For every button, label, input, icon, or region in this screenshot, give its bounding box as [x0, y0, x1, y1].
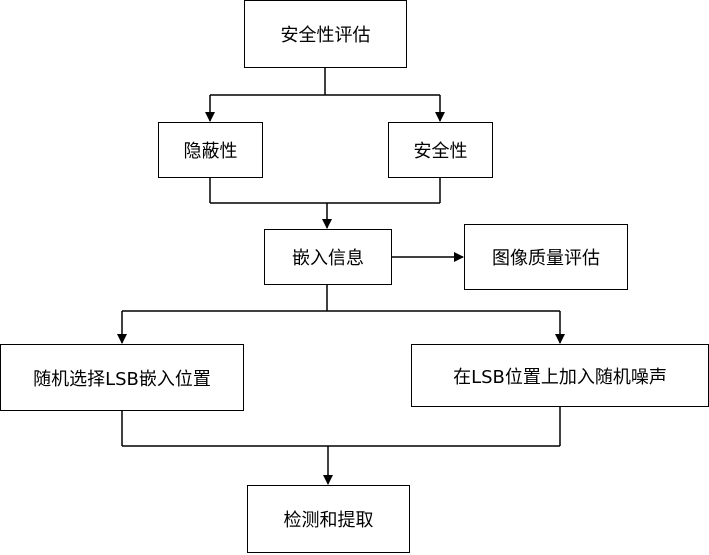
- node-detect-extract-label: 检测和提取: [283, 510, 374, 531]
- node-random-lsb-label: 随机选择LSB嵌入位置: [33, 368, 211, 390]
- node-security-label: 安全性: [413, 141, 468, 162]
- edge-top-to-branches: [205, 68, 445, 122]
- node-security: 安全性: [388, 122, 493, 178]
- node-image-quality-label: 图像质量评估: [492, 248, 600, 269]
- node-stealth-label: 隐蔽性: [183, 141, 238, 162]
- node-security-evaluation: 安全性评估: [244, 0, 407, 68]
- edge-branches-to-embed: [209, 178, 441, 229]
- node-noise-lsb: 在LSB位置上加入随机噪声: [411, 344, 709, 407]
- node-embed-info-label: 嵌入信息: [292, 248, 364, 269]
- node-noise-lsb-label: 在LSB位置上加入随机噪声: [453, 366, 667, 388]
- edge-embed-to-methods: [117, 285, 565, 344]
- node-random-lsb: 随机选择LSB嵌入位置: [0, 344, 244, 411]
- node-embed-info: 嵌入信息: [264, 229, 392, 285]
- edge-methods-to-detect: [121, 407, 561, 485]
- node-image-quality: 图像质量评估: [464, 224, 628, 290]
- node-security-evaluation-label: 安全性评估: [280, 25, 371, 46]
- node-stealth: 隐蔽性: [158, 122, 263, 178]
- node-detect-extract: 检测和提取: [247, 485, 410, 553]
